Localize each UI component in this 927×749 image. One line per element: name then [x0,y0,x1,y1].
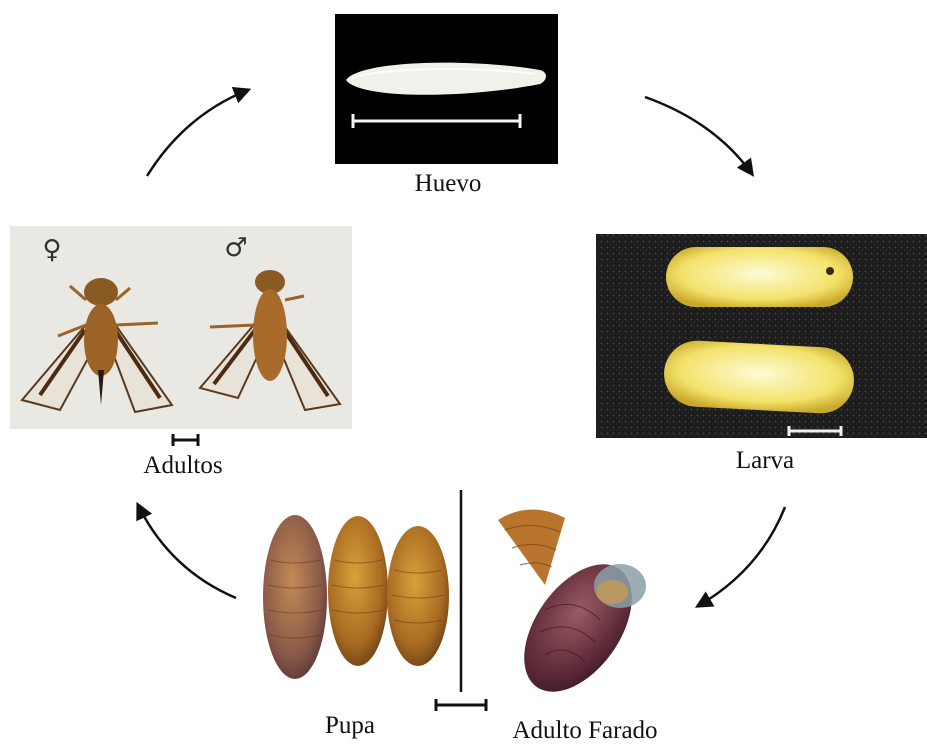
label-huevo: Huevo [388,170,508,198]
label-pupa: Pupa [300,712,400,740]
label-larva: Larva [710,447,820,475]
adults-scale-bar [173,434,198,446]
pupa-photo [263,515,449,679]
arrow-pupa-to-adult [138,505,236,598]
arrow-egg-to-larva [645,97,752,174]
pupa-scale-bar [436,699,486,711]
male-symbol: ♂ [224,233,247,263]
egg-photo [335,14,558,164]
adults-photo: ♀ ♂ [10,226,352,429]
adulto-farado-photo [498,509,654,711]
female-symbol: ♀ [42,235,61,265]
label-adulto-farado: Adulto Farado [480,717,690,745]
arrow-larva-to-pupa [698,507,785,606]
larva-photo [596,234,927,438]
arrow-adult-to-egg [147,90,248,176]
label-adultos: Adultos [113,452,253,480]
